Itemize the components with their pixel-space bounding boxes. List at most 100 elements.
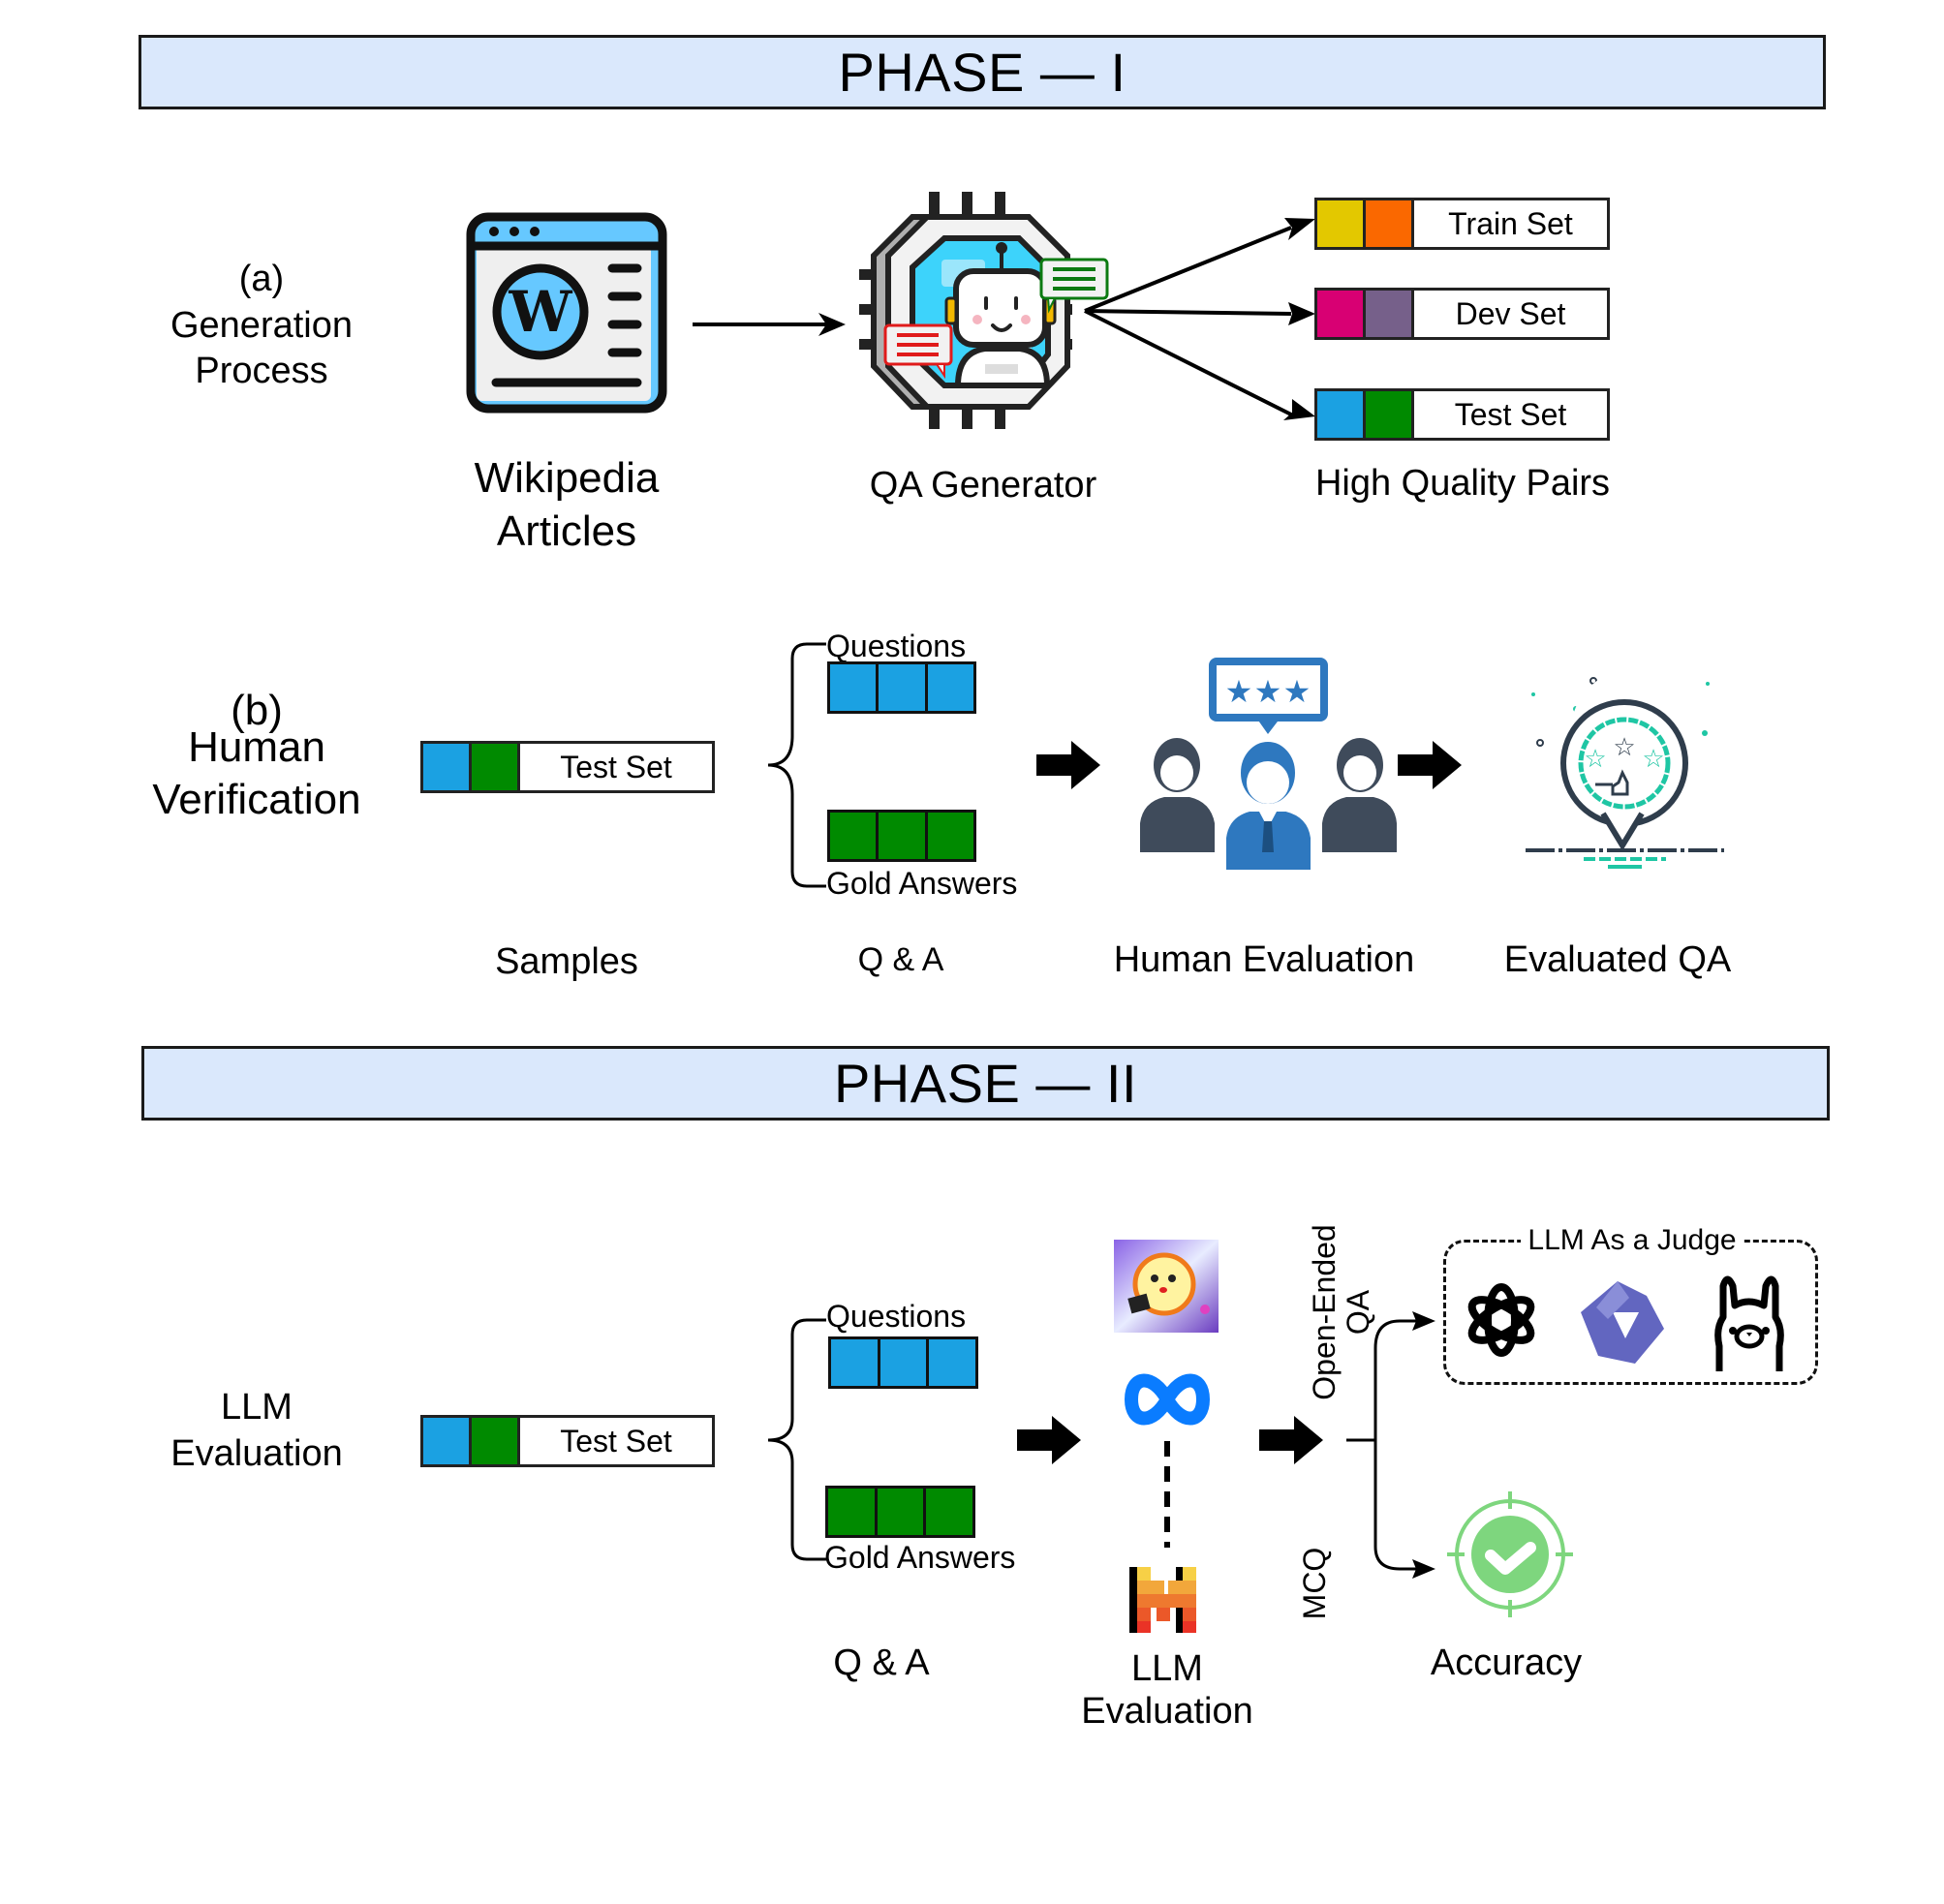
questions-cells [827,661,976,714]
branch-connector [1346,1311,1435,1579]
phase2-questions-cells [828,1336,978,1389]
llm-judge-label: LLM As a Judge [1521,1222,1743,1259]
set-label: Test Set [1454,396,1567,432]
evaluated-qa-label: Evaluated QA [1503,939,1732,980]
openai-logo-icon [1467,1283,1535,1357]
label-line: Wikipedia [474,454,660,502]
cell [831,1339,880,1386]
qwen-logo-icon [1581,1281,1664,1364]
label-line: Evaluation [1081,1690,1253,1732]
arrow-qa-to-human [1036,741,1100,789]
robot-chip-icon [859,192,1109,429]
verification-test-set-box: Test Set [420,741,715,793]
phase-1-title: PHASE — I [838,42,1126,103]
phase2-gold-answers-cells [825,1486,975,1538]
cell [830,813,879,859]
rating-badge-icon: ☆☆☆ [1526,669,1724,869]
label-line: (b) [231,687,283,734]
phase2-gold-answers-label: Gold Answers [824,1540,1016,1575]
high-quality-pairs-label: High Quality Pairs [1314,463,1611,504]
arrow-human-to-evaluated [1398,741,1462,789]
svg-text:☆: ☆ [1613,733,1635,762]
gold-answers-cells [827,810,976,862]
human-evaluation-team-icon: ★★★ [1140,658,1397,874]
open-ended-qa-label: Open-Ended QA [1307,1215,1385,1409]
svg-text:☆: ☆ [1642,745,1664,774]
svg-text:W: W [508,279,572,345]
llm-evaluation-label: LLM Evaluation [1056,1646,1279,1735]
ollama-logo-icon [1714,1275,1784,1371]
cell [926,1489,972,1535]
cell [929,1339,975,1386]
phase2-qa-label: Q & A [833,1643,930,1683]
phase2-test-set-box: Test Set [420,1415,715,1467]
cell [828,1489,878,1535]
generation-section-label: (a) Generation Process [155,257,368,395]
label-line: Generation [170,304,353,346]
cell [879,813,928,859]
set-label: Train Set [1448,205,1573,241]
swatch [1366,200,1414,247]
cell [928,664,973,711]
phase2-questions-label: Questions [826,1299,967,1334]
swatch [472,1418,520,1464]
svg-text:★: ★ [1254,673,1282,710]
label-line: LLM [221,1387,293,1428]
swatch [1317,391,1366,438]
model-dashed-connector [1164,1441,1170,1548]
dev-set-box: Dev Set [1314,288,1610,340]
swatch [423,744,472,790]
arrow-generator-to-sets [1084,218,1315,420]
arrow-wiki-to-generator [693,313,846,336]
llm-evaluation-section-label: LLM Evaluation [145,1385,368,1477]
gold-answers-label: Gold Answers [826,866,1018,901]
swatch [1366,291,1414,337]
arrow-models-to-branches [1259,1416,1323,1464]
qa-brace [767,642,826,888]
swatch [423,1418,472,1464]
human-evaluation-label: Human Evaluation [1113,939,1415,980]
cell [879,664,928,711]
label-line: (a) [238,259,285,299]
label-line: Human [188,723,325,771]
svg-text:★: ★ [1225,673,1253,710]
samples-label: Samples [495,941,638,982]
qa-label: Q & A [857,941,944,978]
set-label: Test Set [560,749,672,784]
test-set-box: Test Set [1314,388,1610,441]
phase-2-header: PHASE — II [141,1046,1830,1121]
accuracy-target-icon [1447,1491,1573,1617]
label-line: QA [1341,1289,1376,1336]
cell [878,1489,927,1535]
swatch [1317,291,1366,337]
wikipedia-browser-icon: W [466,212,667,414]
cell [880,1339,930,1386]
meta-logo-icon [1124,1373,1211,1426]
qa-generator-label: QA Generator [869,465,1097,506]
wikipedia-label: Wikipedia Articles [446,451,688,558]
verification-section-label: (b) Human Verification [136,690,378,821]
set-label: Dev Set [1455,295,1566,331]
questions-label: Questions [826,629,967,663]
cell [830,664,879,711]
cell [928,813,973,859]
phase-1-header: PHASE — I [139,35,1826,109]
mcq-label: MCQ [1297,1547,1332,1620]
arrow-qa-to-models [1017,1416,1081,1464]
mascot-model-icon [1114,1240,1219,1333]
label-line: Open-Ended [1307,1224,1342,1400]
swatch [1366,391,1414,438]
accuracy-label: Accuracy [1430,1643,1583,1683]
mistral-logo-icon [1129,1567,1196,1633]
svg-text:★: ★ [1283,673,1311,710]
phase2-qa-brace [767,1318,826,1561]
label-line: Evaluation [170,1432,343,1474]
swatch [1317,200,1366,247]
train-set-box: Train Set [1314,198,1610,250]
set-label: Test Set [560,1423,672,1459]
label-line: LLM [1131,1648,1203,1689]
label-line: Process [195,351,328,391]
svg-text:☆: ☆ [1584,745,1606,774]
swatch [472,744,520,790]
label-line: Verification [152,776,361,823]
